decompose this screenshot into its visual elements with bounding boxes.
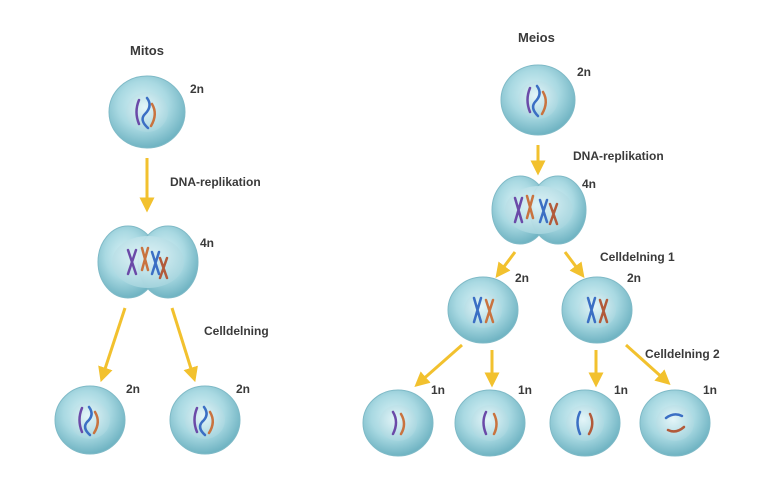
mitos-division-label: Celldelning <box>204 324 269 338</box>
mitos-replicated-cell <box>97 225 199 299</box>
meios-gamete-4 <box>639 389 711 457</box>
meios-arrow-div2-4 <box>624 343 671 386</box>
mitos-daughter-left-ploidy: 2n <box>126 382 140 396</box>
mitos-arrow-right <box>170 307 198 383</box>
mitos-title: Mitos <box>130 43 164 58</box>
meios-gamete-1-ploidy: 1n <box>431 383 445 397</box>
meios-mid-right-ploidy: 2n <box>627 271 641 285</box>
mitos-daughter-left <box>54 385 126 455</box>
meios-division1-label: Celldelning 1 <box>600 250 675 264</box>
meios-gamete-2 <box>454 389 526 457</box>
mitos-parent-cell <box>108 75 186 149</box>
meios-replicated-ploidy: 4n <box>582 177 596 191</box>
meios-mid-left-cell <box>447 276 519 344</box>
meios-parent-ploidy: 2n <box>577 65 591 79</box>
meios-division2-label: Celldelning 2 <box>645 347 720 361</box>
mitos-parent-ploidy: 2n <box>190 82 204 96</box>
meios-arrow-div1-left <box>495 251 517 278</box>
meios-parent-cell <box>500 64 576 136</box>
meios-gamete-2-ploidy: 1n <box>518 383 532 397</box>
meios-mid-left-ploidy: 2n <box>515 271 529 285</box>
meios-gamete-4-ploidy: 1n <box>703 383 717 397</box>
meios-arrow-div1-right <box>563 251 585 278</box>
mitos-daughter-right-ploidy: 2n <box>236 382 250 396</box>
meios-gamete-3 <box>549 389 621 457</box>
meios-mid-right-cell <box>561 276 633 344</box>
meios-gamete-1 <box>362 389 434 457</box>
mitos-replicated-ploidy: 4n <box>200 236 214 250</box>
meios-arrow-div2-1 <box>414 343 463 387</box>
mitos-arrow-left <box>98 307 127 383</box>
mitos-replication-label: DNA-replikation <box>170 175 261 189</box>
meios-replicated-cell <box>491 175 587 245</box>
meios-replication-label: DNA-replikation <box>573 149 664 163</box>
meios-gamete-3-ploidy: 1n <box>614 383 628 397</box>
mitos-daughter-right <box>169 385 241 455</box>
meios-title: Meios <box>518 30 555 45</box>
